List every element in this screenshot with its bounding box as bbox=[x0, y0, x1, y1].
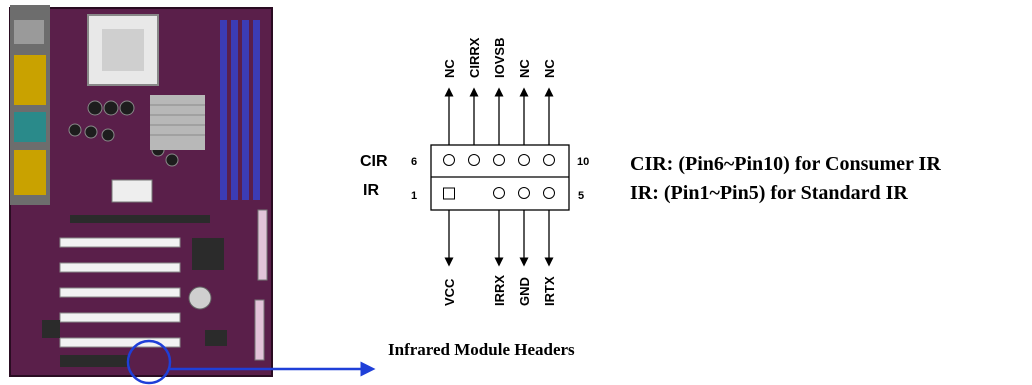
pin-8 bbox=[493, 154, 505, 166]
southbridge-chip bbox=[192, 238, 224, 270]
agp-slot bbox=[70, 215, 210, 223]
pin-4 bbox=[518, 187, 530, 199]
pin-number-bottom-left: 1 bbox=[411, 190, 417, 202]
header-location-callout bbox=[126, 339, 172, 385]
pin-5 bbox=[543, 187, 555, 199]
pin-6-signal: NC bbox=[442, 59, 457, 78]
pin-7 bbox=[468, 154, 480, 166]
ide-connector bbox=[257, 209, 268, 281]
pin-3 bbox=[493, 187, 505, 199]
pin-number-top-left: 6 bbox=[411, 156, 417, 168]
cir-description: CIR: (Pin6~Pin10) for Consumer IR bbox=[630, 153, 941, 175]
pin-1-signal: VCC bbox=[442, 278, 457, 306]
cmos-battery bbox=[188, 286, 212, 310]
pin-6 bbox=[443, 154, 455, 166]
bottom-pin-row bbox=[443, 187, 555, 200]
dimm-slots bbox=[220, 20, 260, 200]
pci-slots bbox=[59, 237, 181, 348]
pin-4-signal: GND bbox=[517, 277, 532, 306]
pin-9 bbox=[518, 154, 530, 166]
ir-row-label: IR bbox=[363, 182, 379, 199]
pin-9-signal: NC bbox=[517, 59, 532, 78]
pin-10-signal: NC bbox=[542, 59, 557, 78]
top-pin-row bbox=[443, 154, 555, 166]
pin-1 bbox=[443, 187, 455, 200]
chipset-heatsink bbox=[150, 95, 205, 150]
pin-5-signal: IRTX bbox=[542, 276, 557, 306]
pin-number-bottom-right: 5 bbox=[578, 190, 584, 202]
cir-row-label: CIR bbox=[360, 153, 388, 170]
pin-7-signal: CIRRX bbox=[467, 37, 482, 78]
motherboard-photo bbox=[9, 5, 273, 377]
pin-10 bbox=[543, 154, 555, 166]
pin-number-top-right: 10 bbox=[577, 156, 589, 168]
pin-3-signal: IRRX bbox=[492, 275, 507, 306]
ir-pin-header-diagram: NC CIRRX IOVSB NC NC VCC IRRX GND IRTX C… bbox=[360, 37, 589, 306]
diagram-caption: Infrared Module Headers bbox=[388, 340, 575, 359]
pin-8-signal: IOVSB bbox=[492, 38, 507, 78]
ir-description: IR: (Pin1~Pin5) for Standard IR bbox=[630, 182, 908, 204]
atx-power-connector bbox=[111, 179, 153, 203]
